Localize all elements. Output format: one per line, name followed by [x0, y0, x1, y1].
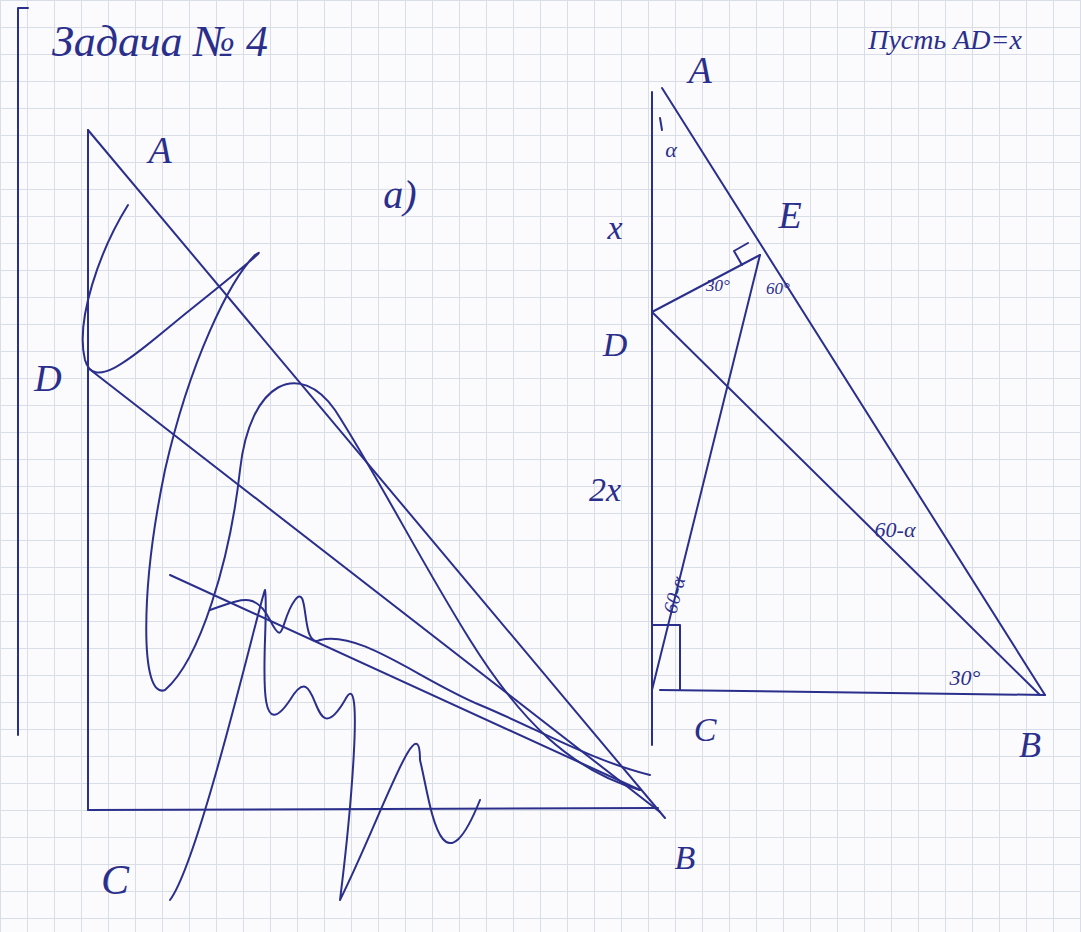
angle-label: 60-α [660, 574, 689, 615]
right-angle-mark [652, 625, 680, 690]
segment-db [652, 312, 1040, 695]
side-ac [87, 130, 89, 810]
scribble-loop [83, 205, 640, 790]
angle-label: 30° [706, 277, 730, 294]
vertex-label: A [688, 51, 711, 89]
angle-label: 30° [950, 667, 981, 689]
right-angle-mark [734, 243, 748, 265]
problem-title: Задача № 4 [52, 20, 268, 64]
vertex-label: E [778, 196, 801, 234]
angle-label: α [665, 139, 677, 161]
side-ac [651, 92, 653, 745]
angle-tick [660, 118, 662, 130]
vertex-label: A [148, 131, 171, 169]
scribble-zigzag [170, 590, 480, 900]
angle-label: 60-α [875, 519, 916, 541]
margin-bracket [18, 8, 28, 735]
side-ab [88, 130, 665, 818]
side-cb [88, 808, 658, 810]
vertex-label: C [694, 713, 717, 747]
part-label: а) [383, 175, 416, 215]
assumption-note: Пусть AD=x [868, 26, 1022, 54]
vertex-label: B [1019, 727, 1041, 763]
scribble-wave [210, 596, 650, 775]
vertex-label: C [101, 859, 129, 901]
length-label: x [607, 211, 622, 245]
segment-ec [652, 255, 760, 690]
side-cb [660, 690, 1045, 695]
vertex-label: D [603, 328, 628, 362]
segment-de [652, 255, 760, 312]
vertex-label: D [34, 359, 61, 397]
length-label: 2x [589, 473, 621, 507]
side-ab [662, 88, 1045, 695]
angle-label: 60° [766, 280, 790, 297]
vertex-label: B [675, 841, 696, 875]
